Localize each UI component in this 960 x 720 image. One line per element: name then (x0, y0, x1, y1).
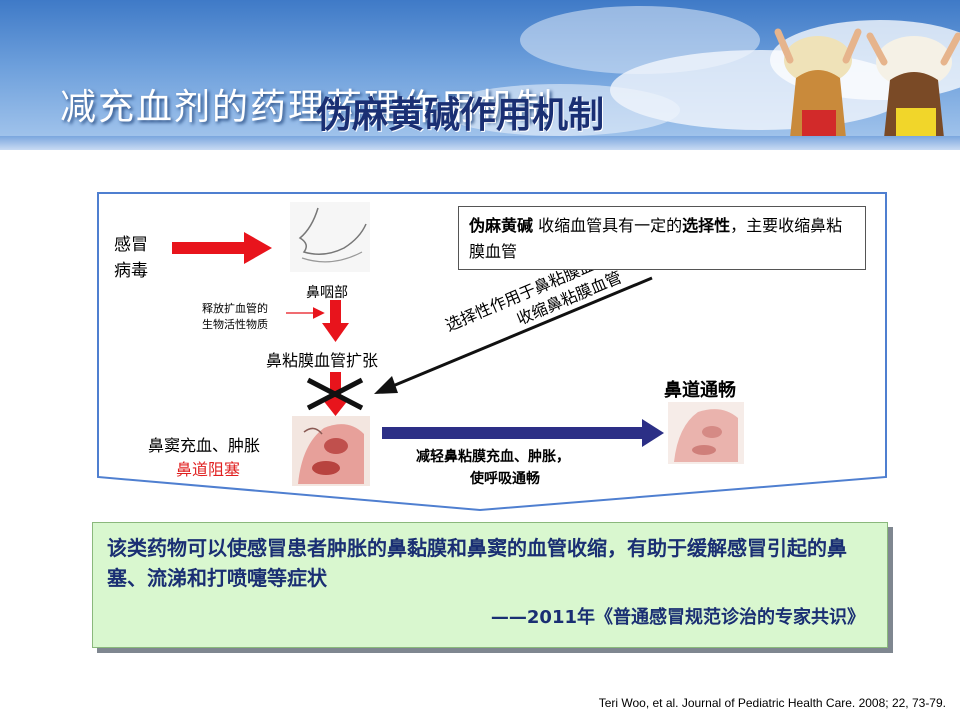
congested-nose-illustration (292, 416, 370, 486)
citation-reference: Teri Woo, et al. Journal of Pediatric He… (598, 696, 946, 710)
selectivity-bold-keyword: 选择性 (682, 216, 731, 235)
nasopharynx-label: 鼻咽部 (306, 285, 348, 301)
block-x-icon (306, 377, 364, 411)
selectivity-box: 伪麻黄碱 收缩血管具有一定的选择性，主要收缩鼻粘膜血管 (458, 206, 866, 270)
black-arrow-selective (374, 276, 653, 394)
red-arrow-down-2 (322, 372, 349, 416)
header-banner: 减充血剂的药理药理作用机制 伪麻黄碱作用机制 (0, 0, 960, 150)
guideline-quote-box: 该类药物可以使感冒患者肿胀的鼻黏膜和鼻窦的血管收缩，有助于缓解感冒引起的鼻塞、流… (92, 522, 888, 648)
nasopharynx-illustration (290, 202, 370, 272)
cold-virus-label-2: 病毒 (114, 261, 148, 281)
release-note-1: 释放扩血管的 (202, 302, 268, 315)
selectivity-bold-drug: 伪麻黄碱 (469, 216, 534, 235)
slide-title-underlay: 减充血剂的药理药理作用机制 (60, 87, 555, 128)
clear-airway-label: 鼻道通畅 (664, 380, 736, 401)
guideline-quote-source: ——2011年《普通感冒规范诊治的专家共识》 (490, 607, 865, 628)
sky-decoration (440, 6, 960, 140)
slide-title: 伪麻黄碱作用机制 (316, 95, 605, 136)
mucosa-dilation-label: 鼻粘膜血管扩张 (266, 351, 379, 370)
girl-with-hat-1 (774, 28, 862, 140)
red-arrow-down-1 (322, 300, 349, 342)
selectivity-text-2: ，主要收缩鼻粘膜血管 (469, 216, 843, 261)
diagram-frame (97, 192, 887, 512)
navy-arrow-relief (382, 419, 664, 447)
relief-label-2: 使呼吸通畅 (470, 471, 540, 487)
header-stripe (0, 136, 960, 150)
nasal-obstruction-label: 鼻道阻塞 (176, 460, 241, 479)
red-arrow-virus (172, 232, 272, 264)
release-note-2: 生物活性物质 (202, 318, 268, 331)
relief-label-1: 减轻鼻粘膜充血、肿胀， (416, 449, 570, 465)
guideline-quote-text: 该类药物可以使感冒患者肿胀的鼻黏膜和鼻窦的血管收缩，有助于缓解感冒引起的鼻塞、流… (107, 536, 847, 590)
selectivity-text-1: 收缩血管具有一定的 (533, 216, 683, 235)
girl-with-hat-2 (866, 32, 960, 140)
sinus-congestion-label: 鼻窦充血、肿胀 (148, 436, 261, 455)
clear-nose-illustration (668, 402, 744, 464)
cold-virus-label-1: 感冒 (114, 235, 148, 255)
